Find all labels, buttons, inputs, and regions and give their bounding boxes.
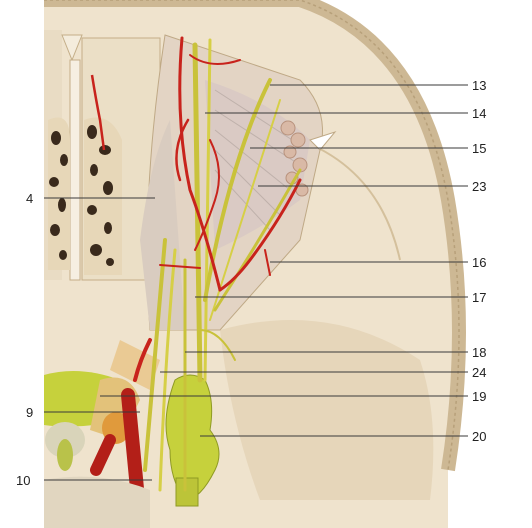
label-16: 16	[472, 255, 486, 270]
label-19: 19	[472, 389, 486, 404]
label-10: 10	[16, 473, 30, 488]
label-24: 24	[472, 365, 486, 380]
sella-region	[44, 340, 160, 528]
label-15: 15	[472, 141, 486, 156]
ethmoid-region	[44, 30, 161, 281]
leader-lines	[44, 84, 468, 481]
label-20: 20	[472, 429, 486, 444]
labels: 13 14 15 23 4 16 17 18 24 19 9 20 10	[16, 78, 486, 488]
label-14: 14	[472, 106, 486, 121]
label-23: 23	[472, 179, 486, 194]
label-9: 9	[26, 405, 33, 420]
orbit-cavity	[140, 34, 337, 331]
arteries	[133, 36, 302, 382]
label-17: 17	[472, 290, 486, 305]
label-4: 4	[26, 191, 33, 206]
label-13: 13	[472, 78, 486, 93]
label-18: 18	[472, 345, 486, 360]
